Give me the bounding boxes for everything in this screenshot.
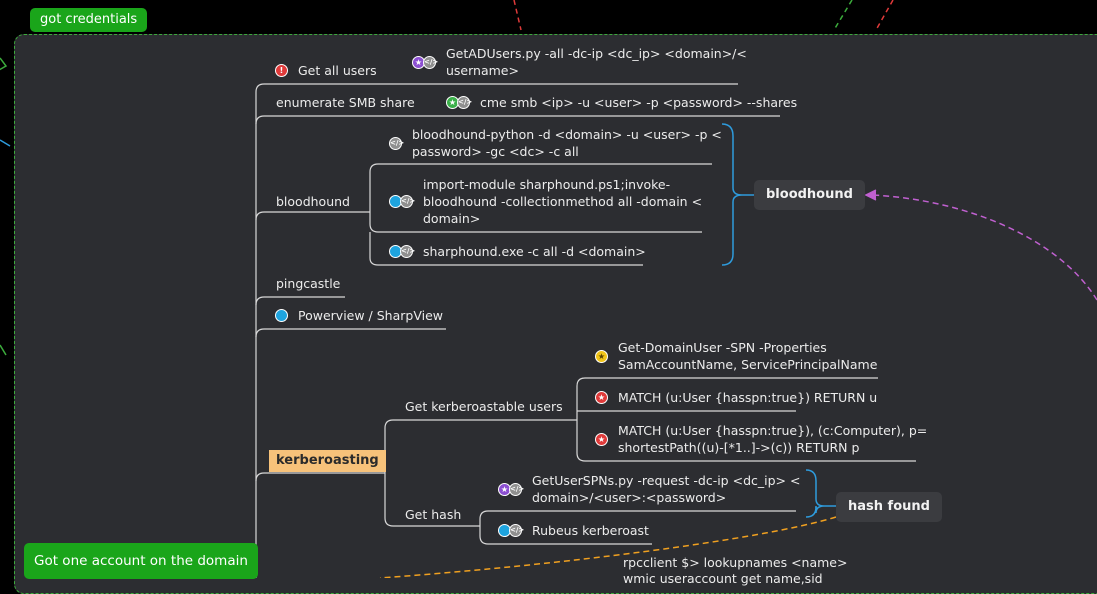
red-star-icon: ★ [595,433,608,446]
branch-get-all-users[interactable]: Get all users [298,63,377,78]
cmd-getadusers-line2: username> [446,63,519,78]
left-green-stub [0,344,7,356]
code-icon: </> [400,195,415,208]
branch-get-kerberoastable-users[interactable]: Get kerberoastable users [405,399,563,414]
code-icon: </> [509,483,524,496]
cmd-rpcclient: rpcclient $> lookupnames <name> [623,555,848,570]
incoming-red-arrow [513,0,522,31]
cmd-wmic-partial: wmic useraccount get name,sid [623,571,823,586]
incoming-red-arrow-2 [875,0,894,31]
summary-hash-found[interactable]: hash found [836,492,942,522]
cmd-getadusers-line1: GetADUsers.py -all -dc-ip <dc_ip> <domai… [446,46,747,61]
cmd-match-2-line1: MATCH (u:User {hasspn:true}), (c:Compute… [618,423,928,438]
summary-bloodhound[interactable]: bloodhound [754,180,865,210]
incoming-green-arrow [833,0,853,31]
cmd-sharphound-exe: sharphound.exe -c all -d <domain> [423,244,646,259]
branch-powerview[interactable]: Powerview / SharpView [298,308,443,323]
cmd-rubeus: Rubeus kerberoast [532,523,649,538]
cmd-bh-python-line1: bloodhound-python -d <domain> -u <user> … [412,127,722,142]
left-green-arrowhead [0,57,8,71]
cmd-match-1: MATCH (u:User {hasspn:true}) RETURN u [618,390,878,405]
cmd-getuserspns-line1: GetUserSPNs.py -request -dc-ip <dc_ip> < [532,473,801,488]
cmd-get-domainuser-line2: SamAccountName, ServicePrincipalName [618,357,878,372]
branch-bloodhound[interactable]: bloodhound [276,194,350,209]
cmd-sharphound-ps1-line1: import-module sharphound.ps1;invoke- [423,177,671,192]
cmd-cme-smb: cme smb <ip> -u <user> -p <password> --s… [480,95,798,110]
cmd-bh-python-line2: password> -gc <dc> -c all [412,144,579,159]
got-credentials-badge[interactable]: got credentials [30,8,148,32]
left-blue-stub [0,139,11,147]
got-one-account-badge[interactable]: Got one account on the domain [24,543,258,579]
red-alert-icon: ! [275,64,288,77]
yellow-star-icon: ★ [595,350,608,363]
code-icon: </> [423,56,438,69]
branch-kerberoasting[interactable]: kerberoasting [269,450,386,472]
cmd-getuserspns-line2: domain>/<user>:<password> [532,490,727,505]
cmd-match-2-line2: shortestPath((u)-[*1..]->(c)) RETURN p [618,440,860,455]
blue-dot-icon [275,309,288,322]
cmd-get-domainuser-line1: Get-DomainUser -SPN -Properties [618,340,827,355]
branch-get-hash[interactable]: Get hash [405,507,462,522]
branch-enumerate-smb[interactable]: enumerate SMB share [276,95,415,110]
red-star-icon: ★ [595,391,608,404]
code-icon: </> [389,137,404,150]
branch-pingcastle[interactable]: pingcastle [276,276,341,291]
code-icon: </> [509,524,524,537]
cmd-sharphound-ps1-line2: bloodhound -collectionmethod all -domain… [423,194,703,209]
code-icon: </> [457,96,472,109]
cmd-sharphound-ps1-line3: domain> [423,211,481,226]
code-icon: </> [400,245,415,258]
